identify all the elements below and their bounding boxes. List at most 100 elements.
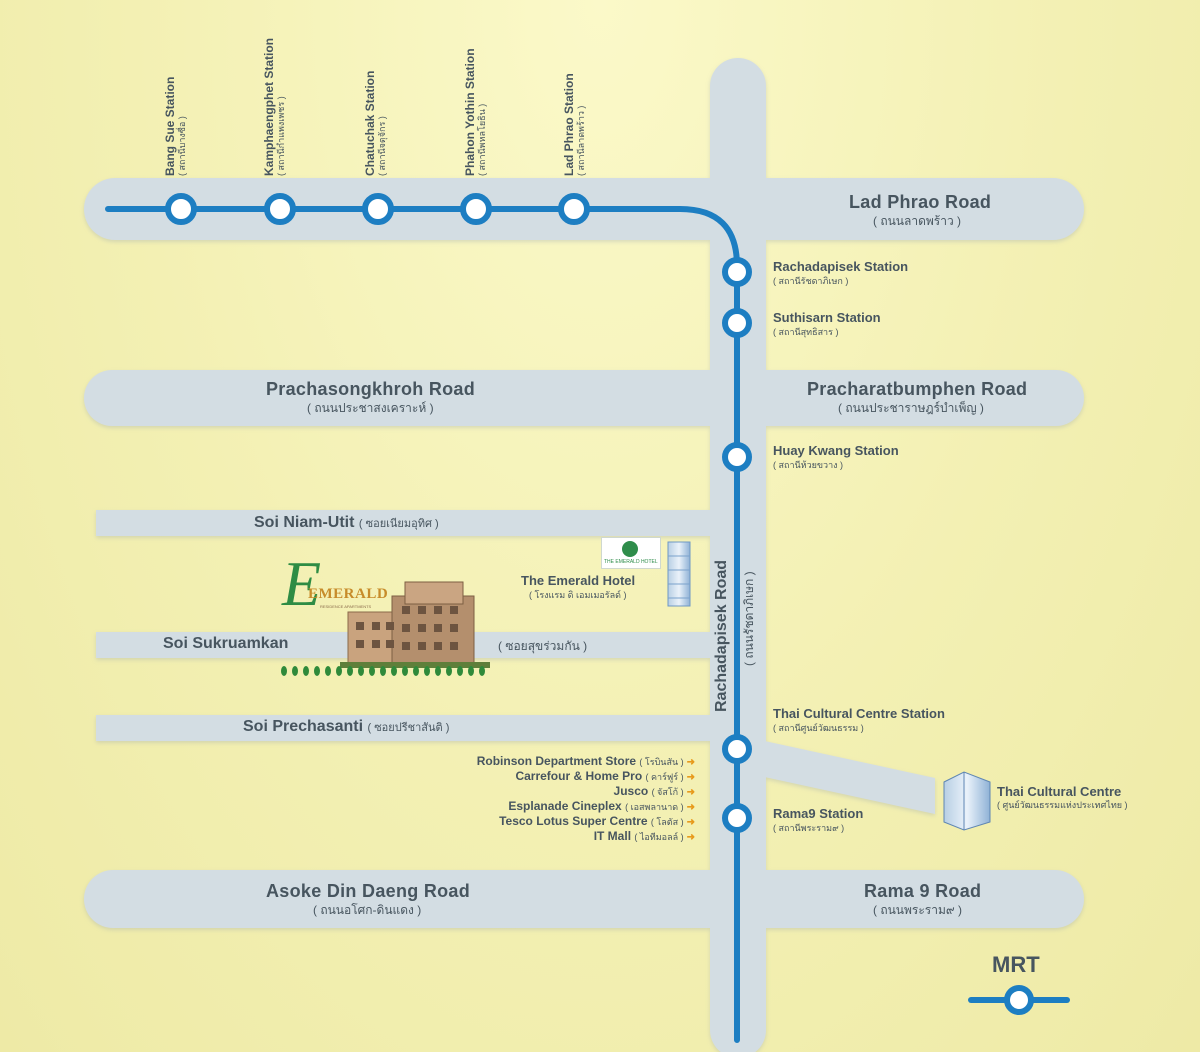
road-thai-label: ( ซอยสุขร่วมกัน ) xyxy=(498,639,588,653)
station-thai: ( สถานีพระราม๙ ) xyxy=(773,823,845,833)
road-label: Asoke Din Daeng Road xyxy=(266,881,471,901)
landmark-name: The Emerald Hotel xyxy=(521,573,636,588)
road-thai-label: ( ถนนประชาสงเคราะห์ ) xyxy=(307,401,434,415)
station-rama9 xyxy=(722,803,752,833)
mall-item: Carrefour & Home Pro ( คาร์ฟูร์ )➜ xyxy=(515,770,695,783)
arrow-icon: ➜ xyxy=(686,802,695,813)
arrow-icon: ➜ xyxy=(686,832,695,843)
station-thai: ( สถานีห้วยขวาง ) xyxy=(773,460,844,470)
top-station-label: Chatuchak Station( สถานีจตุจักร ) xyxy=(363,70,387,176)
mall-name: Jusco xyxy=(613,784,649,798)
station-name: Kamphaengphet Station xyxy=(262,37,276,176)
arrow-icon: ➜ xyxy=(686,757,695,768)
mall-thai: ( จัสโก้ ) xyxy=(651,787,684,797)
mall-thai: ( โลตัส ) xyxy=(650,817,684,827)
mall-name: Carrefour & Home Pro xyxy=(515,769,643,783)
station-thai: ( สถานีรัชดาภิเษก ) xyxy=(773,276,849,286)
top-station-label: Phahon Yothin Station( สถานีพหลโยธิน ) xyxy=(463,48,487,176)
hotel-tower-icon xyxy=(667,541,691,607)
logo-initial: E xyxy=(282,548,322,619)
station-thai: ( สถานีพหลโยธิน ) xyxy=(477,103,487,176)
soi-name: Soi Prechasanti xyxy=(243,718,364,735)
road-name: Rachadapisek Road xyxy=(713,559,730,712)
road-label: Soi Prechasanti ( ซอยปรีชาสันติ ) xyxy=(243,719,449,735)
landmark-thai: ( ศูนย์วัฒนธรรมแห่งประเทศไทย ) xyxy=(997,800,1128,810)
landmark-name: Thai Cultural Centre xyxy=(997,784,1122,799)
mall-item: Robinson Department Store ( โรบินสัน )➜ xyxy=(477,755,695,768)
station-thai: ( สถานีศูนย์วัฒนธรรม ) xyxy=(773,723,864,733)
station-thai: ( สถานีกำแพงเพชร ) xyxy=(276,96,286,176)
road-label: Prachasongkhroh Road xyxy=(266,379,476,399)
station-name: Lad Phrao Station xyxy=(562,73,576,176)
cultural-centre-icon xyxy=(943,771,991,831)
road-label: Soi Sukruamkan xyxy=(163,635,289,652)
road-thai-label: ( ถนนพระราม๙ ) xyxy=(873,903,963,917)
logo-sub: RESIDENCE APARTMENTS xyxy=(320,604,372,609)
hotel-sign: THE EMERALD HOTEL xyxy=(601,537,661,569)
soi-thai: ( ซอยเนียมอุทิศ ) xyxy=(358,518,439,530)
mall-name: Esplanade Cineplex xyxy=(508,799,622,813)
station-bang-sue xyxy=(165,193,197,225)
mall-item: Jusco ( จัสโก้ )➜ xyxy=(614,785,695,798)
mall-thai: ( โรบินสัน ) xyxy=(639,757,684,767)
station-rachadapisek xyxy=(722,257,752,287)
station-name: Suthisarn Station xyxy=(773,310,881,325)
station-suthisarn xyxy=(722,308,752,338)
station-thai-cultural xyxy=(722,734,752,764)
mall-name: Tesco Lotus Super Centre xyxy=(499,814,648,828)
road-asoke-rama9 xyxy=(84,870,1084,928)
legend-label: MRT xyxy=(992,952,1040,977)
station-kamphaengphet xyxy=(264,193,296,225)
soi-name: Soi Niam-Utit xyxy=(254,514,355,531)
mall-thai: ( ไอทีมอลล์ ) xyxy=(634,832,684,842)
mall-thai: ( เอสพลานาด ) xyxy=(625,802,684,812)
station-name: Rama9 Station xyxy=(773,806,864,821)
mall-item: IT Mall ( ไอทีมอลล์ )➜ xyxy=(594,830,695,843)
logo-text: EMERALD xyxy=(308,586,389,602)
station-name: Bang Sue Station xyxy=(163,76,177,176)
station-phahon-yothin xyxy=(460,193,492,225)
arrow-icon: ➜ xyxy=(686,772,695,783)
road-label: Rama 9 Road xyxy=(864,881,982,901)
mall-name: IT Mall xyxy=(593,829,632,843)
top-station-label: Lad Phrao Station( สถานีลาดพร้าว ) xyxy=(562,73,586,176)
road-label: Soi Niam-Utit ( ซอยเนียมอุทิศ ) xyxy=(254,515,439,531)
road-label-vertical: Rachadapisek Road xyxy=(713,559,730,712)
mall-item: Esplanade Cineplex ( เอสพลานาด )➜ xyxy=(508,800,695,813)
road-thai-vertical: ( ถนนรัชดาภิเษก ) xyxy=(741,571,757,666)
mrt-stations xyxy=(165,193,752,833)
hotel-sign-text: THE EMERALD HOTEL xyxy=(604,559,658,565)
arrow-icon: ➜ xyxy=(686,817,695,828)
station-name: Phahon Yothin Station xyxy=(463,48,477,176)
soi-thai: ( ซอยปรีชาสันติ ) xyxy=(367,722,450,734)
road-prachasongkhroh xyxy=(84,370,1084,426)
station-thai: ( สถานีบางซื่อ ) xyxy=(177,116,187,176)
station-name: Rachadapisek Station xyxy=(773,259,909,274)
station-thai: ( สถานีสุทธิสาร ) xyxy=(773,327,839,337)
road-thai-label: ( ถนนประชาราษฎร์บำเพ็ญ ) xyxy=(838,401,984,415)
legend-symbol xyxy=(968,985,1070,1015)
hotel-sign-emblem xyxy=(622,541,638,557)
mall-name: Robinson Department Store xyxy=(476,754,637,768)
station-chatuchak xyxy=(362,193,394,225)
roads xyxy=(84,58,1084,1052)
mall-item: Tesco Lotus Super Centre ( โลตัส )➜ xyxy=(499,815,695,828)
top-station-label: Bang Sue Station( สถานีบางซื่อ ) xyxy=(163,76,187,176)
road-thai: ( ถนนรัชดาภิเษก ) xyxy=(742,571,756,666)
emerald-logo: E EMERALD RESIDENCE APARTMENTS xyxy=(278,552,398,626)
road-label: Lad Phrao Road xyxy=(849,192,992,212)
station-name: Huay Kwang Station xyxy=(773,443,899,458)
residence-building-illustration xyxy=(281,581,490,676)
top-station-label: Kamphaengphet Station( สถานีกำแพงเพชร ) xyxy=(262,37,286,176)
station-name: Chatuchak Station xyxy=(363,70,377,176)
station-thai: ( สถานีจตุจักร ) xyxy=(377,116,387,176)
road-thai-label: ( ถนนอโศก-ดินแดง ) xyxy=(313,903,422,917)
station-huay-kwang xyxy=(722,442,752,472)
station-lad-phrao xyxy=(558,193,590,225)
station-thai: ( สถานีลาดพร้าว ) xyxy=(576,105,586,176)
landmark-thai: ( โรงแรม ดิ เอมเมอรัลด์ ) xyxy=(529,590,627,600)
station-name: Thai Cultural Centre Station xyxy=(773,706,945,721)
road-soi-prechasanti xyxy=(96,715,711,741)
